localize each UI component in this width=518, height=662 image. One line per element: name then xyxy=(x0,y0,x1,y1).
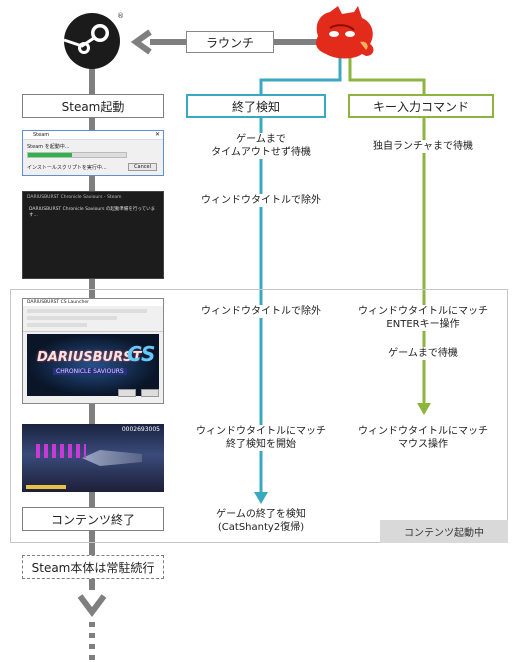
launcher-exit-button[interactable] xyxy=(141,389,159,397)
steam-continue-arrowhead xyxy=(77,594,107,617)
launcher-logo-banner: DARIUSBURST CS CHRONICLE SAVIOURS xyxy=(27,334,159,396)
launcher-options xyxy=(23,309,163,332)
black-window-title: DARIUSBURST Chronicle Saviours - Steam xyxy=(27,195,122,200)
game-score: 0002693005 xyxy=(121,426,160,433)
catshanty-mascot-icon xyxy=(308,4,380,62)
detect-detected: ゲームの終了を検知 (CatShanty2復帰) xyxy=(186,508,336,534)
dialog-title: Steam xyxy=(33,132,50,138)
dialog-progress-bar xyxy=(27,152,127,158)
key-flow-line xyxy=(348,58,426,410)
launcher-title: DARIUSBURST CS Launcher xyxy=(23,299,163,306)
key-wait-game: ゲームまで待機 xyxy=(350,347,496,360)
key-arrowhead xyxy=(417,403,431,415)
logo-cs: CS xyxy=(127,342,156,366)
detect-flow-line xyxy=(259,58,342,500)
dialog-cancel-button[interactable]: Cancel xyxy=(128,163,157,171)
dialog-close-icon: ✕ xyxy=(154,131,160,138)
launch-label: ラウンチ xyxy=(186,31,274,53)
launch-arrowhead xyxy=(130,29,152,55)
dialog-line2: インストールスクリプトを実行中... xyxy=(27,165,107,171)
game-screenshot: 0002693005 xyxy=(22,424,164,492)
launcher-screenshot: DARIUSBURST CS Launcher DARIUSBURST CS C… xyxy=(22,298,164,404)
detect-arrowhead xyxy=(254,492,268,504)
exit-detect-box: 終了検知 xyxy=(186,94,326,118)
key-wait-launcher: 独自ランチャまで待機 xyxy=(350,140,496,153)
detect-match-start: ウィンドウタイトルにマッチ 終了検知を開始 xyxy=(186,425,336,451)
dialog-progress-fill xyxy=(28,153,73,157)
detect-exclude-title-2: ウィンドウタイトルで除外 xyxy=(186,305,336,318)
dialog-line1: Steam を起動中... xyxy=(27,144,70,150)
content-end-box: コンテンツ終了 xyxy=(22,507,164,531)
svg-text:®: ® xyxy=(117,12,124,20)
steam-logo-icon: ® xyxy=(62,10,124,72)
black-window-body: DARIUSBURST Chronicle Saviours の起動準備を行って… xyxy=(29,207,156,218)
key-command-box: キー入力コマンド xyxy=(348,94,494,118)
detect-wait-timeout: ゲームまで タイムアウトせず待機 xyxy=(196,133,326,159)
steam-resident-box: Steam本体は常駐続行 xyxy=(22,555,164,579)
steam-launch-box: Steam起動 xyxy=(22,94,164,118)
launcher-ok-button[interactable] xyxy=(117,389,136,397)
key-match-enter: ウィンドウタイトルにマッチ ENTERキー操作 xyxy=(350,305,496,331)
game-hud xyxy=(26,485,66,489)
steam-black-window-screenshot: DARIUSBURST Chronicle Saviours - Steam D… xyxy=(22,191,164,279)
content-running-region xyxy=(10,289,508,543)
game-shots xyxy=(36,444,86,458)
logo-sub: CHRONICLE SAVIOURS xyxy=(53,368,127,375)
logo-main: DARIUSBURST xyxy=(37,350,142,365)
steam-launch-dialog-screenshot: Steam ✕ Steam を起動中... インストールスクリプトを実行中...… xyxy=(22,130,164,176)
detect-exclude-title-1: ウィンドウタイトルで除外 xyxy=(186,194,336,207)
key-match-mouse: ウィンドウタイトルにマッチ マウス操作 xyxy=(350,425,496,451)
content-running-label: コンテンツ起動中 xyxy=(380,520,508,543)
game-ship xyxy=(82,450,142,466)
